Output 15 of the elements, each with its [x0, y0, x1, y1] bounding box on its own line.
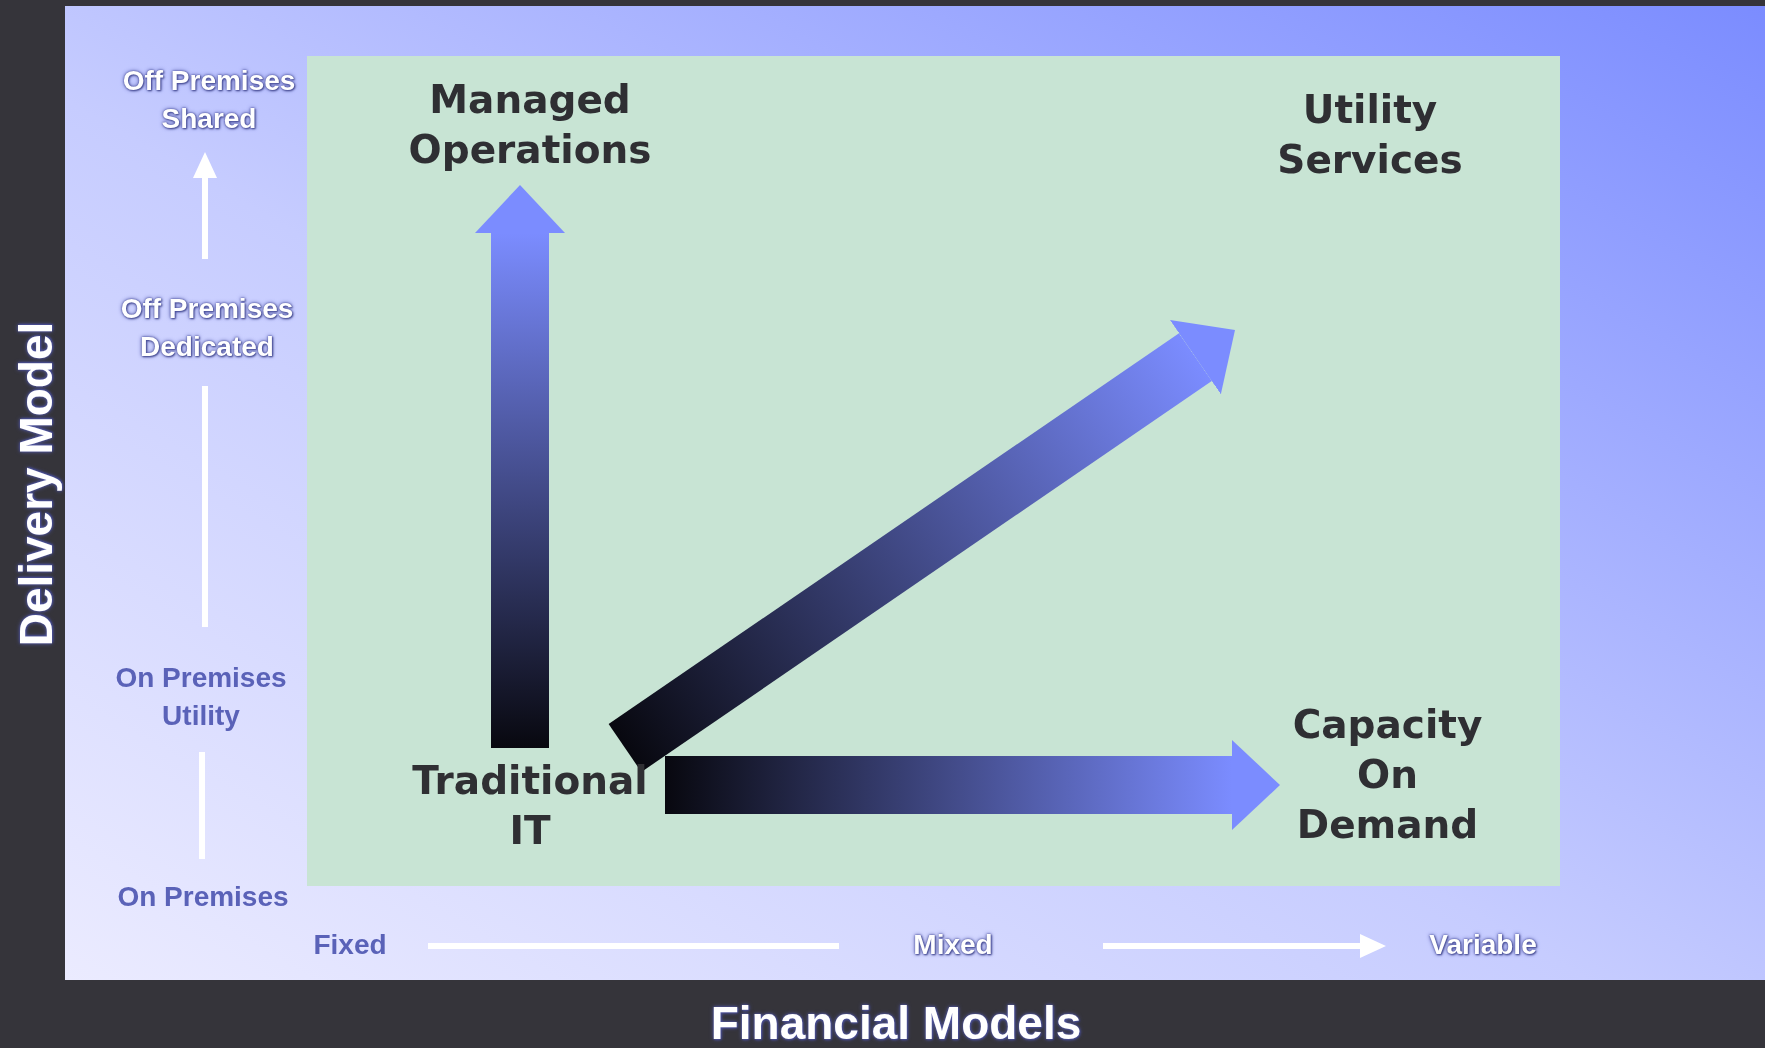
axis-label: Variable — [1428, 928, 1538, 962]
axis-title: Delivery Model — [9, 321, 63, 647]
quadrant-label: Capacity On Demand — [1291, 701, 1484, 849]
block-arrow — [475, 185, 565, 748]
quadrant-label: Managed Operations — [407, 76, 653, 174]
quadrant-label: Traditional IT — [411, 757, 649, 855]
axis-label: On Premises — [116, 880, 290, 914]
axis-title: Financial Models — [709, 996, 1083, 1048]
axis-label: Off Premises Dedicated — [119, 292, 295, 364]
axis-label: Fixed — [312, 928, 388, 962]
axis-label: On Premises Utility — [114, 661, 288, 733]
axis-label: Off Premises Shared — [121, 64, 297, 136]
block-arrow — [665, 740, 1280, 830]
quadrant-label: Utility Services — [1276, 86, 1464, 184]
axis-label: Mixed — [912, 928, 994, 962]
